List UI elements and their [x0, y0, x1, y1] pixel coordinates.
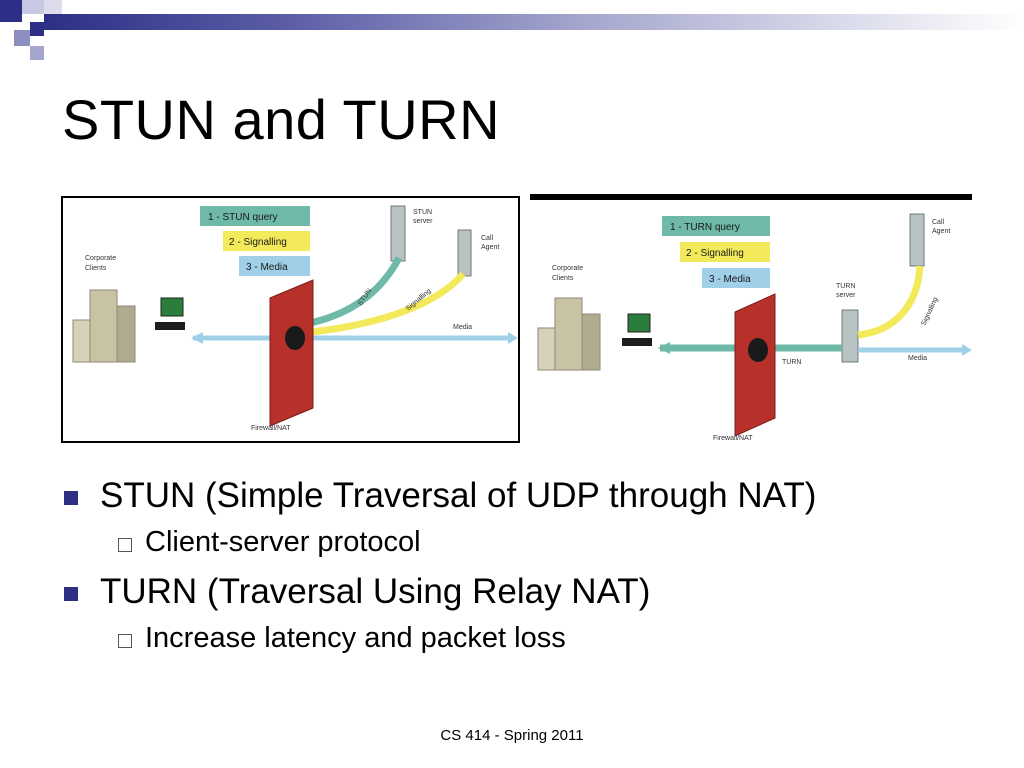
stun-building-icon	[89, 289, 118, 363]
turn-legend-turn-box	[662, 216, 770, 236]
stun-media-label: Media	[453, 324, 472, 331]
turn-clients-label-2: Clients	[552, 275, 574, 282]
header-square	[30, 22, 44, 36]
slide-title: STUN and TURN	[62, 88, 501, 151]
stun-legend-stun-box	[200, 206, 310, 226]
turn-legend-2: 2 - Signalling	[686, 248, 744, 259]
stun-firewall-icon	[269, 279, 314, 427]
hollow-square-bullet-icon	[118, 634, 132, 648]
hollow-square-bullet-icon	[118, 538, 132, 552]
stun-server-icon	[390, 205, 406, 262]
stun-clients-label-1: Corporate	[85, 255, 116, 262]
turn-firewall-icon	[734, 293, 776, 437]
stun-diagram: 1 - STUN query 2 - Signalling 3 - Media …	[61, 196, 520, 443]
stun-firewall-label: Firewall/NAT	[251, 425, 291, 432]
stun-agent-label-1: Call	[481, 235, 494, 242]
turn-media-label: Media	[908, 355, 927, 362]
turn-signalling-path	[857, 265, 924, 339]
square-bullet-icon	[64, 587, 78, 601]
stun-clients-label-2: Clients	[85, 265, 107, 272]
turn-path-label: TURN	[782, 359, 801, 366]
header-square	[22, 0, 44, 14]
turn-building-icon	[554, 297, 583, 371]
square-bullet-icon	[64, 491, 78, 505]
turn-legend-3: 3 - Media	[709, 274, 751, 285]
slide-footer: CS 414 - Spring 2011	[440, 727, 584, 744]
header-square	[44, 0, 62, 14]
turn-server-label-2: server	[836, 292, 856, 299]
turn-agent-label-2: Agent	[932, 228, 950, 235]
header-square	[14, 30, 30, 46]
turn-legend-media-box	[702, 268, 770, 288]
stun-diagram-svg: 1 - STUN query 2 - Signalling 3 - Media …	[72, 205, 518, 432]
stun-computer-icon	[160, 297, 184, 317]
turn-clients-label-1: Corporate	[552, 265, 583, 272]
stun-legend-3: 3 - Media	[246, 262, 288, 273]
agent-icon	[457, 229, 472, 277]
sub-bullet-item: Increase latency and packet loss	[62, 618, 1002, 666]
turn-agent-label-1: Call	[932, 219, 945, 226]
sub-bullet-item: Client-server protocol	[62, 522, 1002, 570]
stun-signalling-path	[292, 271, 466, 338]
stun-legend-2: 2 - Signalling	[229, 237, 287, 248]
turn-server-label-1: TURN	[836, 283, 855, 290]
header-square	[30, 46, 44, 60]
header-band	[44, 14, 1024, 30]
agent-icon	[909, 213, 925, 267]
bullet-item: STUN (Simple Traversal of UDP through NA…	[62, 474, 1002, 522]
sub-bullet-text: Increase latency and packet loss	[145, 622, 566, 654]
stun-server-label-1: STUN	[413, 209, 432, 216]
stun-agent-label-2: Agent	[481, 244, 499, 251]
stun-legend-signalling-box	[223, 231, 310, 251]
stun-legend-media-box	[239, 256, 310, 276]
turn-legend-1: 1 - TURN query	[670, 222, 740, 233]
bullet-text: TURN (Traversal Using Relay NAT)	[100, 572, 651, 611]
sub-bullet-text: Client-server protocol	[145, 526, 421, 558]
turn-server-icon	[841, 309, 859, 363]
turn-legend-signalling-box	[680, 242, 770, 262]
turn-firewall-label: Firewall/NAT	[713, 435, 753, 442]
bullet-item: TURN (Traversal Using Relay NAT)	[62, 570, 1002, 618]
bullet-text: STUN (Simple Traversal of UDP through NA…	[100, 476, 817, 515]
turn-diagram-svg: 1 - TURN query 2 - Signalling 3 - Media …	[537, 213, 972, 442]
turn-diagram: 1 - TURN query 2 - Signalling 3 - Media …	[530, 194, 972, 444]
stun-legend-1: 1 - STUN query	[208, 212, 277, 223]
turn-computer-icon	[627, 313, 651, 333]
header-square	[0, 0, 22, 22]
turn-signal-label: Signalling	[920, 296, 939, 327]
bullet-list: STUN (Simple Traversal of UDP through NA…	[62, 474, 1002, 666]
stun-server-label-2: server	[413, 218, 433, 225]
